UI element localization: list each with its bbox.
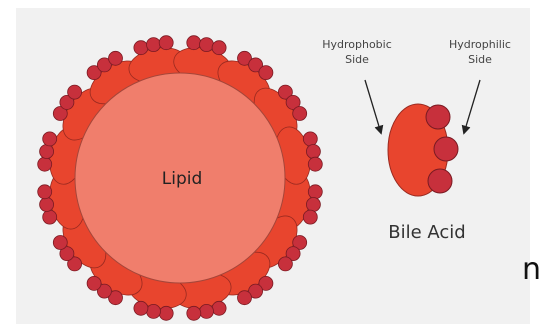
hydrophilic-head: [278, 257, 292, 271]
hydrophilic-head: [134, 41, 148, 55]
hydrophilic-head: [53, 236, 67, 250]
hydrophilic-head: [187, 36, 201, 50]
hydrophilic-head: [38, 157, 52, 171]
hydrophilic-head: [200, 304, 214, 318]
hydrophilic-head: [303, 132, 317, 146]
bile-acid-molecule: [388, 104, 458, 196]
hydrophilic-head: [259, 66, 273, 80]
hydrophilic-arrow: [464, 80, 480, 133]
hydrophilic-head: [159, 306, 173, 320]
hydrophilic-head: [87, 276, 101, 290]
hydrophilic-head: [40, 198, 54, 212]
hydrophilic-label-line1: Hydrophilic: [449, 38, 511, 51]
hydrophilic-head: [238, 291, 252, 305]
hydrophilic-head: [306, 198, 320, 212]
hydrophilic-head: [293, 107, 307, 121]
hydrophilic-head: [187, 306, 201, 320]
hydrophilic-head: [159, 36, 173, 50]
hydrophilic-head: [68, 85, 82, 99]
hydrophilic-head: [306, 145, 320, 159]
hydrophilic-head: [109, 51, 123, 65]
hydrophilic-head: [200, 38, 214, 52]
hydrophilic-head: [426, 105, 450, 129]
lipid-label: Lipid: [162, 169, 203, 189]
bile-acid-label: Bile Acid: [388, 222, 465, 243]
hydrophilic-head: [43, 210, 57, 224]
hydrophilic-head: [134, 301, 148, 315]
edge-glyph: n: [522, 252, 542, 308]
hydrophobic-label-line1: Hydrophobic: [322, 38, 392, 51]
hydrophilic-head: [147, 38, 161, 52]
hydrophobic-arrow: [365, 80, 381, 133]
hydrophilic-head: [428, 169, 452, 193]
hydrophilic-head: [212, 41, 226, 55]
hydrophilic-head: [38, 185, 52, 199]
hydrophilic-head: [43, 132, 57, 146]
hydrophobic-label-line2: Side: [345, 53, 369, 66]
hydrophilic-head: [308, 157, 322, 171]
hydrophilic-head: [308, 185, 322, 199]
hydrophilic-head: [303, 210, 317, 224]
hydrophilic-head: [40, 145, 54, 159]
hydrophilic-head: [434, 137, 458, 161]
hydrophilic-label-line2: Side: [468, 53, 492, 66]
hydrophilic-head: [147, 304, 161, 318]
hydrophilic-head: [212, 301, 226, 315]
